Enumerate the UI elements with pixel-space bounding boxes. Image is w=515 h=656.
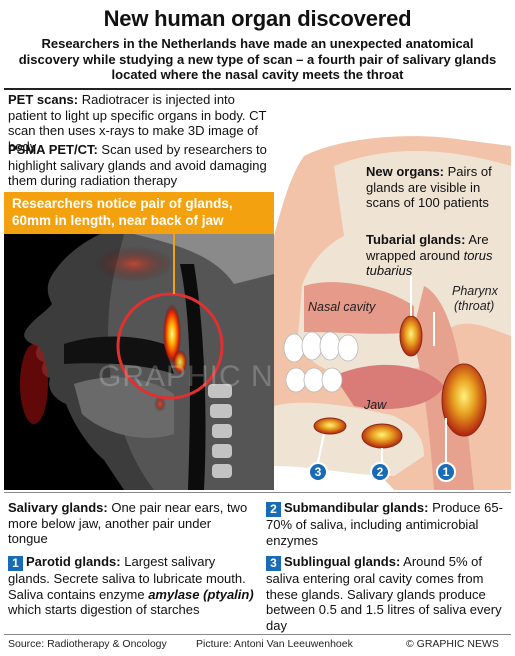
tubarial-text: Tubarial glands: Are wrapped around toru… <box>366 232 506 279</box>
tubarial-label: Tubarial glands: <box>366 232 466 247</box>
parotid-desc: Largest salivary glands. Secrete saliva … <box>8 554 246 602</box>
submandibular-gland <box>361 423 403 449</box>
highlight-circle <box>116 292 224 400</box>
pet-scan-info: PET scans: Radiotracer is injected into … <box>8 92 276 154</box>
salivary-label: Salivary glands: <box>8 500 108 515</box>
anatomy-illustration: New organs: Pairs of glands are visible … <box>274 136 511 490</box>
parotid-desc2: which starts digestion of starches <box>8 602 200 617</box>
callout-box: Researchers notice pair of glands, 60mm … <box>4 192 278 234</box>
footer-source: Source: Radiotherapy & Oncology <box>8 638 167 650</box>
salivary-glands-text: Salivary glands: One pair near ears, two… <box>8 500 252 547</box>
footer-divider <box>4 634 511 635</box>
page-title: New human organ discovered <box>103 6 412 31</box>
ct-scan-svg <box>20 234 274 490</box>
pet-scan-text: Radiotracer is injected into patient to … <box>8 92 267 154</box>
sublingual-gland <box>313 417 347 435</box>
new-organs-text: New organs: Pairs of glands are visible … <box>366 164 506 211</box>
pharynx-label: Pharynx <box>452 284 498 298</box>
submandibular-num: 2 <box>266 502 281 517</box>
psma-info: PSMA PET/CT: Scan used by researchers to… <box>8 142 270 189</box>
middle-divider <box>4 492 511 493</box>
nasal-cavity-label: Nasal cavity <box>308 300 376 314</box>
tubarial-desc: Are wrapped around <box>366 232 489 263</box>
marker-submandibular: 2 <box>370 462 390 482</box>
new-organs-label: New organs: <box>366 164 445 179</box>
jaw-bone <box>274 402 424 476</box>
psma-label: PSMA PET/CT: <box>8 142 98 157</box>
salivary-desc: One pair near ears, two more below jaw, … <box>8 500 248 546</box>
parotid-num: 1 <box>8 556 23 571</box>
sublingual-label: Sublingual glands: <box>284 554 401 569</box>
header-divider <box>4 88 511 90</box>
ct-scan-image <box>4 234 274 490</box>
jaw-label: Jaw <box>364 398 387 412</box>
marker-sublingual: 3 <box>308 462 328 482</box>
parotid-label: Parotid glands: <box>26 554 121 569</box>
marker-parotid: 1 <box>436 462 456 482</box>
torus-tubarius: torus tubarius <box>366 247 493 279</box>
pet-scan-label: PET scans: <box>8 92 79 107</box>
sublingual-num: 3 <box>266 556 281 571</box>
nasal-cavity-shape <box>304 282 414 334</box>
skull-svg <box>274 136 511 490</box>
submandibular-label: Submandibular glands: <box>284 500 429 515</box>
new-organs-desc: Pairs of glands are visible in scans of … <box>366 164 492 210</box>
submandibular-desc: Produce 65-70% of saliva, including anti… <box>266 500 503 548</box>
sublingual-desc: Around 5% of saliva entering oral cavity… <box>266 554 502 633</box>
psma-text: Scan used by researchers to highlight sa… <box>8 142 267 188</box>
page-subtitle: Researchers in the Netherlands have made… <box>18 36 497 82</box>
parotid-gland <box>441 363 487 437</box>
footer-picture: Picture: Antoni Van Leeuwenhoek <box>196 638 353 650</box>
tubarial-gland-glow <box>163 304 181 364</box>
pharynx-sub-label: (throat) <box>454 299 495 313</box>
footer-credit: © GRAPHIC NEWS <box>406 638 499 650</box>
tubarial-gland <box>399 315 423 357</box>
parotid-enzyme: amylase (ptyalin) <box>148 586 254 602</box>
